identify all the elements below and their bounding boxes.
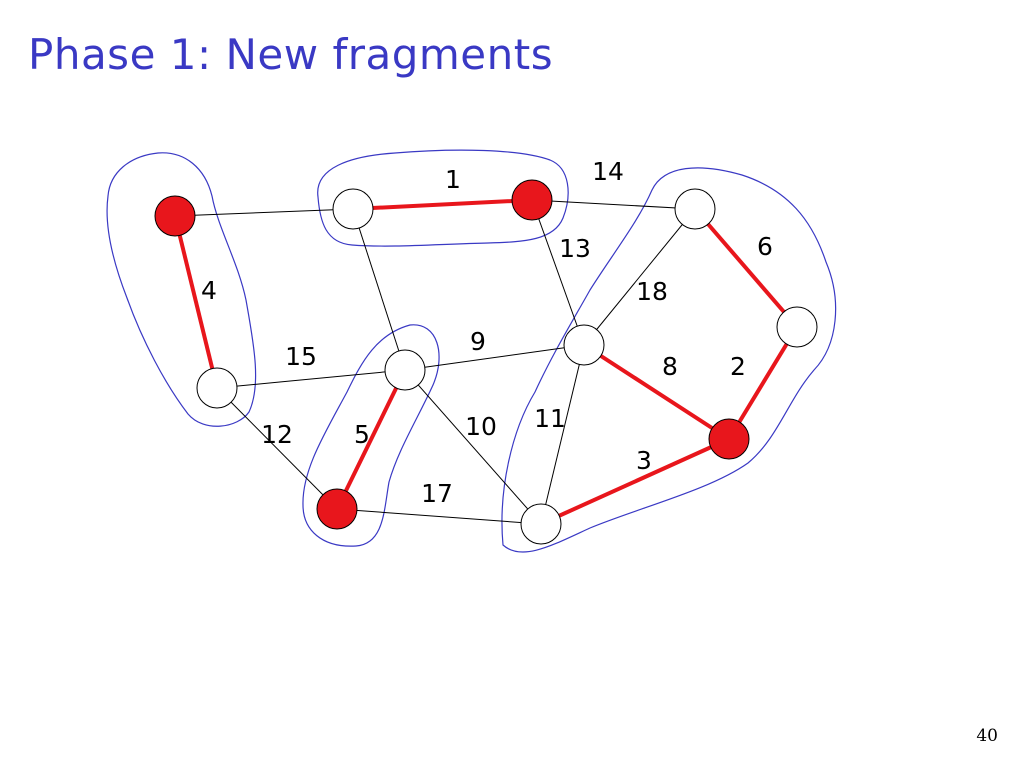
- edge-H-K: [540, 344, 585, 525]
- edge-weight-label-A-F: 4: [201, 276, 217, 305]
- node-K: [520, 503, 562, 545]
- edge-D-H: [583, 208, 696, 346]
- edge-D-E-selected: [693, 207, 799, 329]
- edge-E-I-selected: [727, 325, 799, 441]
- fragment-layer: [106, 149, 837, 553]
- edge-K-I-selected: [540, 437, 730, 526]
- node-E: [776, 306, 818, 348]
- node-F: [196, 367, 238, 409]
- leader-node-A: [154, 195, 196, 237]
- edge-weight-label-D-E: 6: [757, 232, 773, 261]
- edge-weight-label-C-D: 14: [592, 157, 624, 186]
- node-D: [674, 188, 716, 230]
- edge-weight-label-E-I: 2: [730, 352, 746, 381]
- edge-weight-label-B-C: 1: [445, 165, 461, 194]
- edge-A-B: [174, 208, 354, 217]
- edge-weight-label-G-J: 5: [354, 420, 370, 449]
- edge-G-H: [404, 344, 585, 371]
- edge-weight-label-D-H: 18: [636, 277, 668, 306]
- edge-J-K: [336, 508, 542, 525]
- node-G: [384, 349, 426, 391]
- slide-title: Phase 1: New fragments: [28, 30, 554, 79]
- node-B: [332, 188, 374, 230]
- edge-F-G: [216, 369, 406, 389]
- edge-weight-label-J-K: 17: [421, 479, 453, 508]
- edge-C-D: [531, 199, 696, 210]
- edge-weight-label-G-H: 9: [470, 327, 486, 356]
- edge-C-H: [531, 199, 585, 346]
- edge-weight-label-H-K: 11: [534, 404, 566, 433]
- edge-layer: [173, 198, 799, 526]
- node-H: [563, 324, 605, 366]
- edge-G-K: [404, 369, 542, 525]
- fragment-G-J-outline: [302, 324, 440, 547]
- edge-B-C-selected: [352, 198, 533, 211]
- edge-weight-label-F-J: 12: [261, 420, 293, 449]
- leader-node-C: [511, 179, 553, 221]
- node-layer: [154, 179, 818, 545]
- edge-F-J: [216, 387, 338, 510]
- edge-weight-label-C-H: 13: [559, 234, 591, 263]
- edge-weight-label-F-G: 15: [285, 342, 317, 371]
- fragment-A-F-outline: [106, 152, 257, 427]
- fragment-D-E-H-I-K-outline: [501, 167, 837, 553]
- edge-weight-label-K-I: 3: [636, 446, 652, 475]
- leader-node-I: [708, 418, 750, 460]
- edge-weight-label-H-I: 8: [662, 352, 678, 381]
- edge-G-J-selected: [335, 369, 407, 510]
- edge-H-I-selected: [582, 343, 731, 441]
- page-number: 40: [976, 726, 998, 746]
- fragment-B-C-outline: [317, 149, 569, 247]
- edge-B-G: [352, 208, 406, 371]
- edge-weight-label-G-K: 10: [465, 412, 497, 441]
- leader-node-J: [316, 488, 358, 530]
- label-layer: 1 14 4 13 6 18 15 9 8 2 12 5 10 11 17 3: [201, 157, 773, 508]
- edge-A-F-selected: [173, 215, 219, 389]
